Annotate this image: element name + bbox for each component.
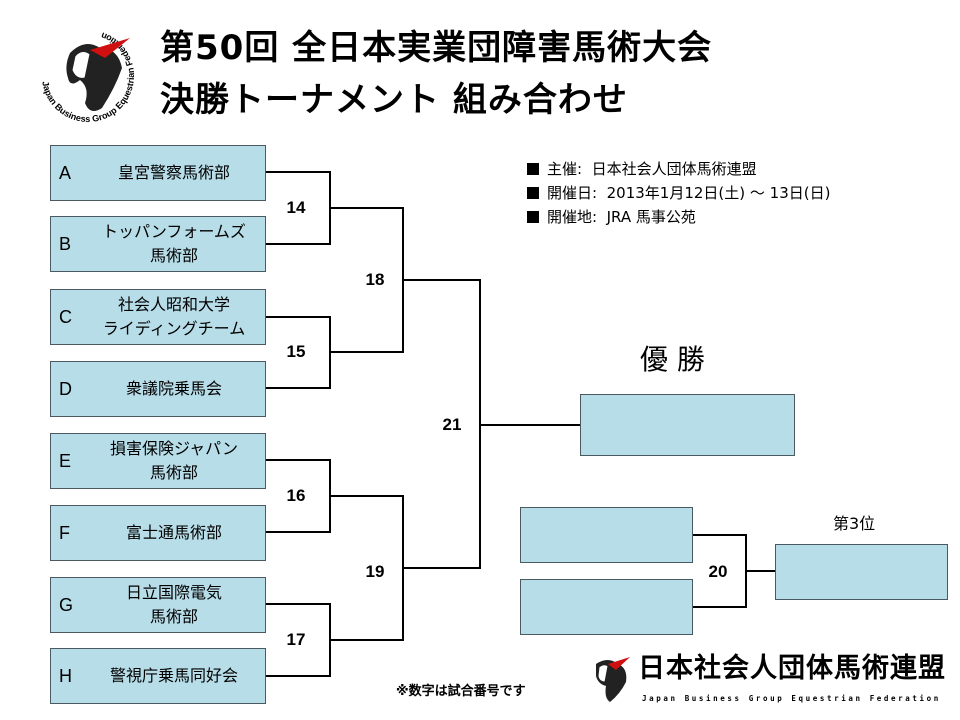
team-box-g: G 日立国際電気 馬術部 <box>50 577 266 633</box>
team-letter: B <box>59 234 72 254</box>
match-18: 18 <box>365 270 385 289</box>
info-date-label: 開催日: <box>547 184 598 202</box>
team-box-f: F 富士通馬術部 <box>50 505 266 561</box>
team-name: 損害保険ジャパン 馬術部 <box>109 439 238 482</box>
third-place-semifinal-box-2 <box>520 579 693 635</box>
team-box-b: B トッパンフォームズ 馬術部 <box>50 216 266 272</box>
team-name: 警視庁乗馬同好会 <box>109 666 238 685</box>
third-place-label: 第3位 <box>833 514 876 533</box>
match-21: 21 <box>442 415 462 434</box>
footnote: ※数字は試合番号です <box>396 684 526 699</box>
match-17: 17 <box>286 630 306 649</box>
bullet-square-icon <box>527 163 539 175</box>
match-15: 15 <box>286 342 306 361</box>
team-box-a: A 皇宮警察馬術部 <box>50 145 266 201</box>
team-name: 富士通馬術部 <box>125 523 222 542</box>
horse-logo-icon <box>596 657 630 702</box>
bullet-square-icon <box>527 211 539 223</box>
info-date: 開催日: 2013年1月12日(土) ～ 13日(日) <box>527 181 830 205</box>
team-letter: E <box>59 451 72 471</box>
footer-logo: 日本社会人団体馬術連盟 Japan Business Group Equestr… <box>588 654 948 710</box>
team-name: 日立国際電気 馬術部 <box>125 583 222 626</box>
match-14: 14 <box>286 198 306 217</box>
footer-logo-name: 日本社会人団体馬術連盟 <box>638 653 946 684</box>
federation-logo: Japan Business Group Equestrian Federati… <box>30 18 146 134</box>
third-place-semifinal-box-1 <box>520 507 693 563</box>
info-venue-value: JRA 馬事公苑 <box>606 208 696 226</box>
team-name: 皇宮警察馬術部 <box>117 163 230 182</box>
bullet-square-icon <box>527 187 539 199</box>
team-box-c: C 社会人昭和大学 ライディングチーム <box>50 289 266 345</box>
match-19: 19 <box>365 562 385 581</box>
info-organizer: 主催: 日本社会人団体馬術連盟 <box>527 157 830 181</box>
info-organizer-value: 日本社会人団体馬術連盟 <box>591 160 757 178</box>
team-letter: C <box>59 307 72 327</box>
third-place-box <box>775 544 948 600</box>
team-box-e: E 損害保険ジャパン 馬術部 <box>50 433 266 489</box>
team-name: トッパンフォームズ 馬術部 <box>102 222 246 265</box>
team-name: 社会人昭和大学 ライディングチーム <box>102 295 246 338</box>
team-letter: H <box>59 666 72 686</box>
info-organizer-label: 主催: <box>547 160 583 178</box>
champion-label: 優 勝 <box>640 343 705 376</box>
info-venue: 開催地: JRA 馬事公苑 <box>527 205 830 229</box>
team-letter: F <box>59 523 70 543</box>
footer-logo-subtitle: Japan Business Group Equestrian Federati… <box>642 694 941 703</box>
info-date-value: 2013年1月12日(土) ～ 13日(日) <box>606 184 831 202</box>
champion-box <box>580 394 795 456</box>
team-name: 衆議院乗馬会 <box>125 379 222 398</box>
team-letter: D <box>59 379 72 399</box>
team-letter: G <box>59 595 74 615</box>
match-16: 16 <box>286 486 306 505</box>
title-line-2: 決勝トーナメント 組み合わせ <box>160 80 628 120</box>
team-letter: A <box>59 163 72 183</box>
team-box-h: H 警視庁乗馬同好会 <box>50 648 266 704</box>
title-line-1: 第50回 全日本実業団障害馬術大会 <box>160 28 713 68</box>
team-box-d: D 衆議院乗馬会 <box>50 361 266 417</box>
info-list: 主催: 日本社会人団体馬術連盟 開催日: 2013年1月12日(土) ～ 13日… <box>527 157 830 229</box>
info-venue-label: 開催地: <box>547 208 598 226</box>
match-20: 20 <box>708 562 728 581</box>
